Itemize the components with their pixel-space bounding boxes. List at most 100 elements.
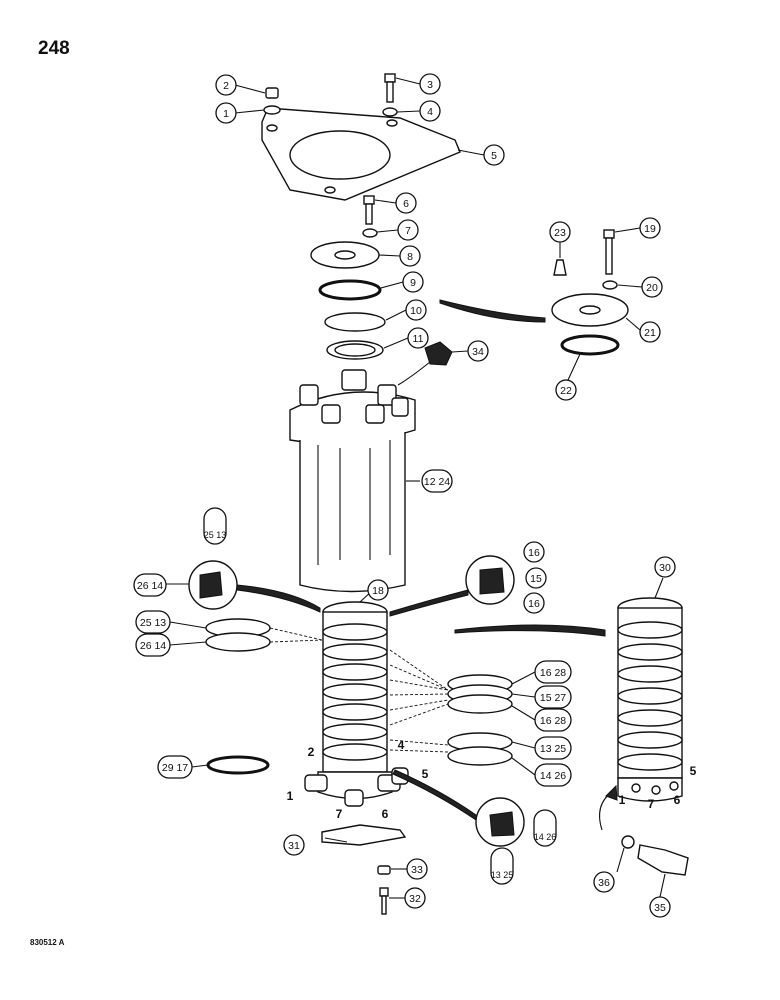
callout: 16 (523, 541, 545, 563)
callout: 14 26 (534, 763, 572, 787)
nut (263, 87, 281, 115)
svg-text:23: 23 (554, 227, 566, 239)
callout: 22 (555, 379, 577, 401)
washer (602, 280, 618, 290)
pointer-arrow (439, 299, 546, 323)
callout: 23 (549, 221, 571, 243)
svg-text:25 13: 25 13 (140, 617, 166, 629)
seal-ring (560, 334, 620, 356)
svg-text:33: 33 (411, 864, 423, 876)
seal-ring (447, 694, 513, 714)
callout: 29 17 (157, 755, 193, 779)
svg-text:19: 19 (644, 223, 656, 235)
port-label: 4 (398, 738, 405, 752)
bolt (382, 73, 398, 117)
svg-text:7: 7 (405, 225, 411, 237)
port-label: 7 (648, 797, 655, 811)
svg-text:22: 22 (560, 385, 572, 397)
fitting (553, 259, 567, 276)
detail-magnifier (188, 560, 321, 613)
svg-text:15 27: 15 27 (540, 692, 566, 704)
callout: 32 (404, 887, 426, 909)
rotor-spool (304, 601, 409, 807)
svg-text:14 26: 14 26 (540, 770, 566, 782)
svg-text:1: 1 (223, 108, 229, 120)
callout: 35 (649, 896, 671, 918)
callout: 33 (406, 858, 428, 880)
callout: 2 (215, 74, 237, 96)
callout: 12 24 (421, 469, 453, 493)
svg-text:18: 18 (372, 585, 384, 597)
svg-text:30: 30 (659, 562, 671, 574)
page-number: 248 (38, 38, 70, 59)
svg-text:31: 31 (288, 840, 300, 852)
svg-text:16 28: 16 28 (540, 715, 566, 727)
callout: 19 (639, 217, 661, 239)
port-labels: 2 4 5 1 7 6 5 1 7 6 (287, 738, 697, 821)
callout: 34 (467, 340, 489, 362)
callout: 25 13 (203, 507, 227, 545)
callout-leaders (166, 77, 666, 899)
svg-text:11: 11 (413, 333, 424, 345)
callout: 6 (395, 192, 417, 214)
detail-magnifier (389, 555, 515, 617)
callout: 15 27 (534, 685, 572, 709)
port-label: 5 (422, 767, 429, 781)
callouts: 2 1 3 4 5 6 7 8 9 10 11 34 12 24 23 19 2… (133, 73, 676, 918)
callout: 14 26 (533, 809, 557, 847)
callout: 31 (283, 834, 305, 856)
mounting-plate (261, 107, 461, 201)
svg-text:25 13: 25 13 (204, 530, 227, 540)
seal-ring (447, 746, 513, 766)
svg-text:35: 35 (654, 902, 666, 914)
port-label: 7 (336, 807, 343, 821)
port-label: 6 (674, 793, 681, 807)
lock-plate (321, 824, 407, 846)
bolt (379, 887, 389, 915)
port-label: 6 (382, 807, 389, 821)
port-label: 2 (308, 745, 315, 759)
seal-ring (205, 632, 271, 652)
svg-text:21: 21 (644, 327, 656, 339)
rotor-spool-assembled (617, 597, 683, 802)
svg-text:16 28: 16 28 (540, 667, 566, 679)
svg-text:5: 5 (491, 150, 497, 162)
svg-text:13 25: 13 25 (540, 743, 566, 755)
svg-text:32: 32 (409, 893, 421, 905)
callout: 21 (639, 321, 661, 343)
callout: 11 (407, 327, 429, 349)
pointer-arrow (454, 624, 606, 637)
svg-text:16: 16 (528, 547, 540, 559)
diagram-id: 830512 A (30, 938, 65, 947)
callout: 36 (593, 871, 615, 893)
svg-text:14 26: 14 26 (534, 832, 557, 842)
svg-text:15: 15 (530, 573, 542, 585)
o-ring (206, 755, 270, 775)
cap (424, 341, 453, 366)
callout: 3 (419, 73, 441, 95)
snap-ring (324, 312, 386, 332)
callout: 26 14 (133, 573, 167, 597)
bolt (362, 195, 378, 238)
callout: 5 (483, 144, 505, 166)
svg-text:3: 3 (427, 79, 433, 91)
callout: 16 28 (534, 708, 572, 732)
callout: 4 (419, 100, 441, 122)
callout: 16 (523, 592, 545, 614)
port-label: 1 (619, 793, 626, 807)
port-label: 5 (690, 764, 697, 778)
swivel-housing (289, 369, 416, 593)
callout: 15 (525, 567, 547, 589)
svg-text:29 17: 29 17 (162, 762, 188, 774)
svg-text:12 24: 12 24 (424, 476, 450, 488)
svg-text:9: 9 (410, 277, 416, 289)
svg-text:20: 20 (646, 282, 658, 294)
callout: 26 14 (135, 633, 171, 657)
leader-lines (389, 649, 449, 753)
svg-text:13 25: 13 25 (491, 870, 514, 880)
bolt (603, 229, 615, 275)
svg-text:8: 8 (407, 251, 413, 263)
callout: 25 13 (135, 610, 171, 634)
svg-text:10: 10 (410, 305, 422, 317)
